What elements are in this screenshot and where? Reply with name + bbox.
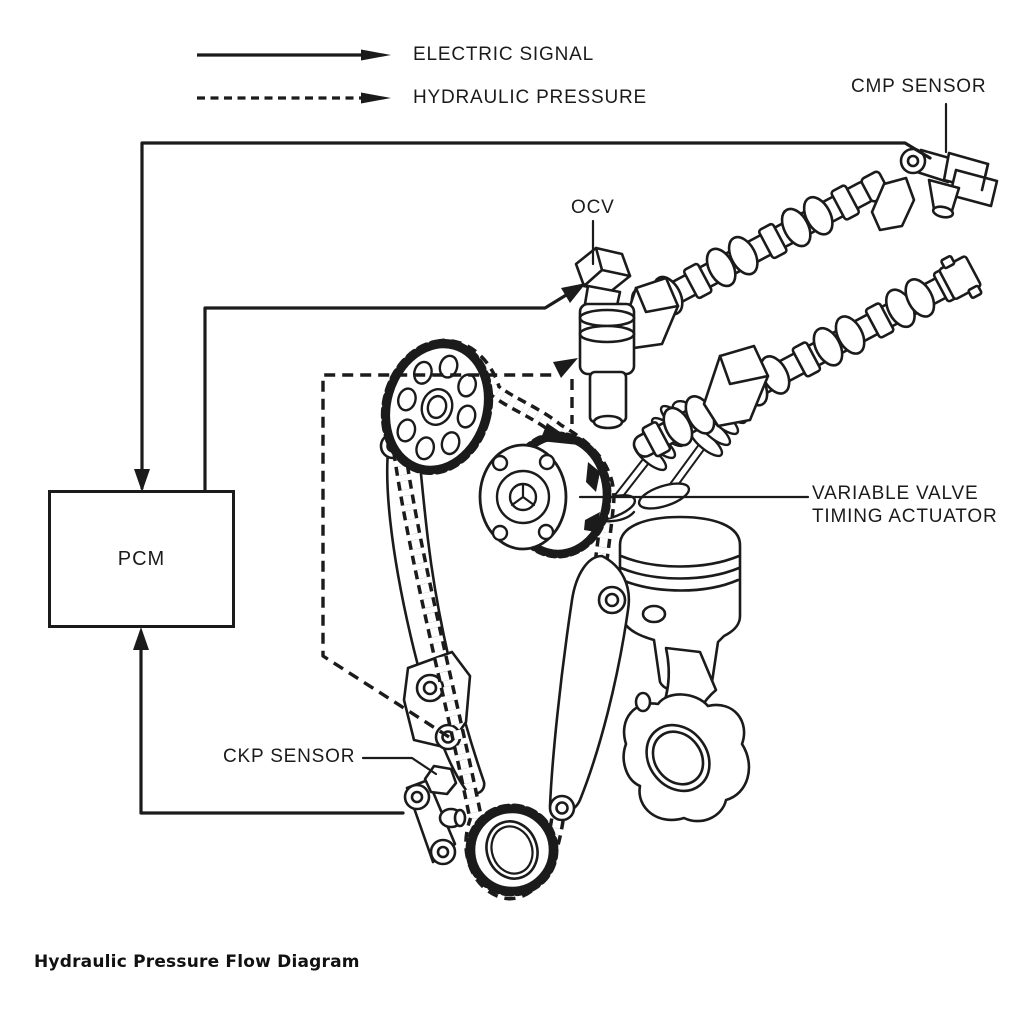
arrow-into-pcm-top <box>134 469 150 492</box>
ocv-art <box>574 246 636 430</box>
ckp-to-pcm-line <box>139 630 405 815</box>
cmp-sensor-art <box>899 147 999 219</box>
electric-signal-arrow <box>197 49 391 61</box>
arrow-into-pcm-bottom <box>133 627 149 650</box>
idler-sprocket <box>380 338 494 476</box>
legend-hydraulic-pressure: HYDRAULIC PRESSURE <box>195 87 647 109</box>
vvt-actuator-art <box>478 431 612 559</box>
crankshaft-sprocket <box>465 803 559 897</box>
figure-caption: Hydraulic Pressure Flow Diagram <box>34 952 360 972</box>
camshaft-caps <box>620 176 916 428</box>
hydraulic-pressure-arrow <box>197 92 391 104</box>
pcm-box: PCM <box>48 490 235 628</box>
legend-electric-signal: ELECTRIC SIGNAL <box>195 44 594 66</box>
cmp-to-pcm-line <box>140 141 932 490</box>
ckp-sensor-label: CKP SENSOR <box>223 746 356 767</box>
ckp-leader-line <box>361 756 438 776</box>
arrow-into-ocv <box>561 283 586 303</box>
chain-guide-right <box>548 554 631 822</box>
flow-lines <box>133 102 948 815</box>
legend-electric-signal-label: ELECTRIC SIGNAL <box>413 44 594 65</box>
pcm-to-ocv-line <box>203 287 578 492</box>
hydraulic-line-to-ocv <box>321 373 558 739</box>
hydraulic-arrow-into-ocv <box>553 358 578 378</box>
hydraulic-arrow-into-actuator <box>540 423 579 445</box>
pcm-label: PCM <box>117 547 166 570</box>
legend-hydraulic-pressure-label: HYDRAULIC PRESSURE <box>413 87 648 108</box>
vvt-actuator-label: VARIABLE VALVE TIMING ACTUATOR <box>812 482 997 528</box>
piston-assembly <box>618 515 751 823</box>
ckp-sensor-art <box>403 764 467 866</box>
vvt-actuator-label-line1: VARIABLE VALVE <box>812 483 979 504</box>
cmp-sensor-label: CMP SENSOR <box>851 76 987 97</box>
vvt-actuator-label-line2: TIMING ACTUATOR <box>812 506 998 527</box>
ocv-label: OCV <box>571 197 615 218</box>
